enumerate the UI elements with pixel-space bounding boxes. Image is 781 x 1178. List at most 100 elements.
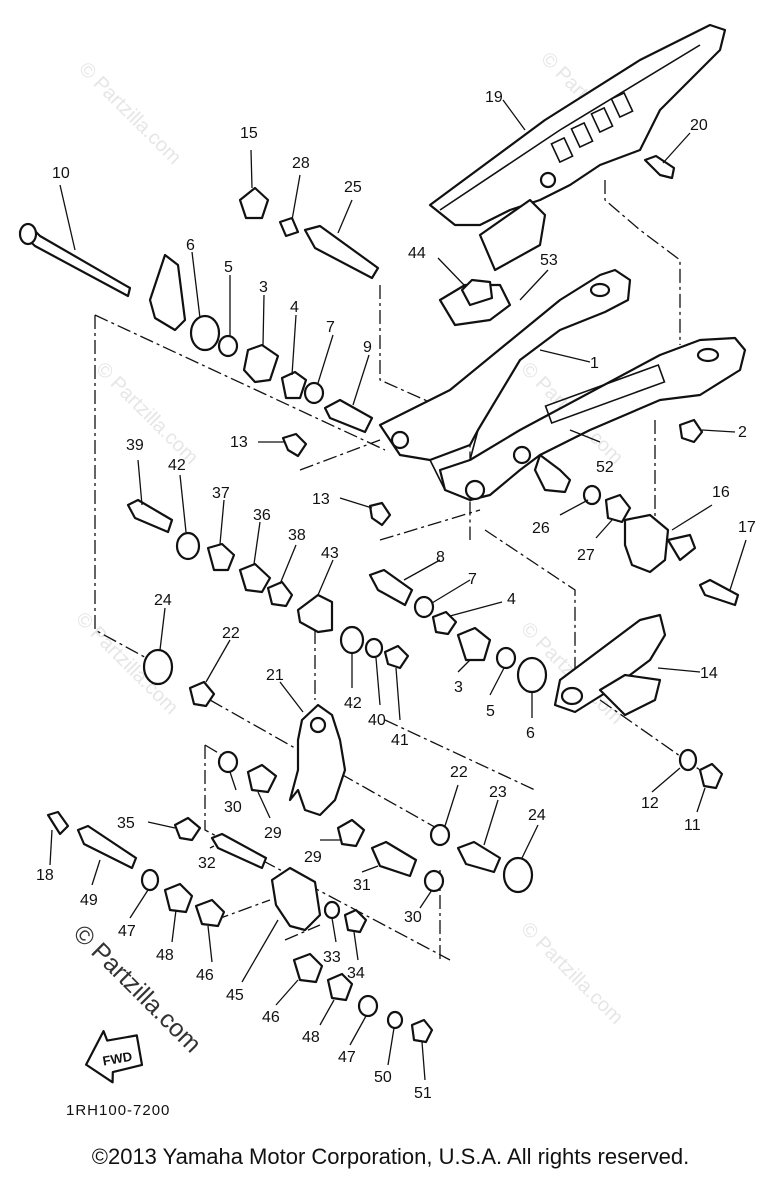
part-label: 47 [118,923,136,940]
part-label: 13 [230,434,248,451]
part-label: 3 [259,279,268,296]
part-label: 23 [489,784,507,801]
part-label: 52 [596,459,614,476]
part-label: 41 [391,732,409,749]
part-label: 35 [117,815,135,832]
middle-left-parts [126,498,334,634]
part-label: 28 [292,155,310,172]
part-label: 19 [485,89,503,106]
part-label: 24 [528,807,546,824]
part-label: 8 [436,549,445,566]
dust-seal-left [142,648,174,686]
part-label: 51 [414,1085,432,1102]
part-label: 47 [338,1049,356,1066]
part-label: 6 [186,237,195,254]
brake-arm-parts [553,613,724,790]
part-label: 9 [363,339,372,356]
nut-27 [604,493,632,524]
collar-left [188,680,216,708]
part-label: 42 [168,457,186,474]
pivot-shaft [18,222,132,298]
lower-rod-parts [46,810,445,893]
pivot-bracket [148,253,187,332]
part-label: 32 [198,855,216,872]
part-label: 31 [353,877,371,894]
part-label: 29 [264,825,282,842]
watermark-1: © Partzilla.com [74,58,185,169]
part-label: 53 [540,252,558,269]
part-label: 4 [290,299,299,316]
watermark-7: © Partzilla.com [516,918,627,1029]
part-label: 16 [712,484,730,501]
part-label: 21 [266,667,284,684]
relay-arm-hole [309,716,327,734]
part-label: 11 [684,817,701,834]
part-label: 7 [326,319,335,336]
part-label: 13 [312,491,330,508]
part-label: 7 [468,571,477,588]
part-label: 46 [262,1009,280,1026]
part-label: 3 [454,679,463,696]
part-label: 43 [321,545,339,562]
part-label: 48 [302,1029,320,1046]
part-label: 48 [156,947,174,964]
part-label: 22 [222,625,240,642]
part-label: 10 [52,165,70,182]
part-label: 5 [224,259,233,276]
part-label: 30 [224,799,242,816]
copyright-notice: ©2013 Yamaha Motor Corporation, U.S.A. A… [91,1144,690,1169]
washer-26 [582,484,602,506]
part-label: 29 [304,849,322,866]
part-label: 15 [240,125,258,142]
grease-nipple-upper [281,432,308,458]
part-label: 50 [374,1069,392,1086]
swing-arm [378,268,747,502]
part-label: 1 [590,355,599,372]
part-label: 18 [36,867,54,884]
bottom-right-parts [292,900,434,1044]
part-label: 30 [404,909,422,926]
relay-arm [288,703,347,817]
part-label: 14 [700,665,718,682]
diagram-code: 1RH100-7200 [66,1102,171,1119]
part-label: 27 [577,547,595,564]
part-label: 45 [226,987,244,1004]
bolt-20 [643,154,676,180]
part-label: 33 [323,949,341,966]
part-label: 46 [196,967,214,984]
cap-nut [678,418,704,444]
part-label: 34 [347,965,365,982]
middle-right-parts [339,568,548,694]
chain-puller-parts [623,513,740,607]
fwd-arrow: FWD [85,1029,144,1084]
fwd-label: FWD [101,1049,133,1069]
leader-lines [49,99,747,1081]
part-label: 37 [212,485,230,502]
part-label: 17 [738,519,756,536]
part-label: 25 [344,179,362,196]
part-label: 5 [486,703,495,720]
part-label: 38 [288,527,306,544]
part-label: 26 [532,520,550,537]
watermark-3: © Partzilla.com [91,358,202,469]
lower-middle-parts [217,750,534,894]
part-label: 49 [80,892,98,909]
part-label: 39 [126,437,144,454]
part-label: 42 [344,695,362,712]
part-label: 36 [253,507,271,524]
part-label: 12 [641,795,659,812]
chain-guard [428,23,727,272]
rubber-pad-top [460,278,494,307]
part-label: 20 [690,117,708,134]
upper-pivot-parts [189,186,380,434]
bottom-left-parts [140,866,322,932]
part-label: 2 [738,424,747,441]
grease-nipple-middle [368,501,392,527]
part-labels: 1 2 3 3 4 4 5 5 6 6 7 7 8 9 10 11 12 13 … [36,89,756,1102]
part-label: 24 [154,592,172,609]
part-label: 4 [507,591,516,608]
part-label: 44 [408,245,426,262]
part-label: 22 [450,764,468,781]
part-label: 40 [368,712,386,729]
